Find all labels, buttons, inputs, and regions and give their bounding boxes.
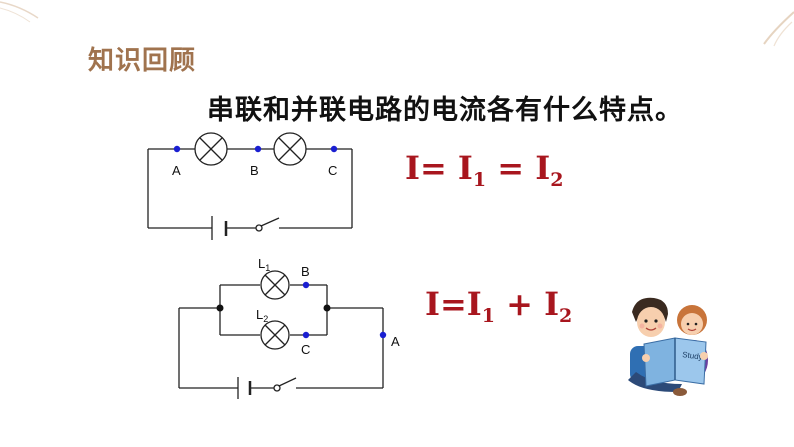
- parallel-lamp-2: [260, 320, 290, 350]
- corner-decoration-left: [0, 1, 39, 23]
- parallel-label-a: A: [391, 334, 400, 349]
- parallel-switch: [273, 377, 297, 392]
- series-label-a: A: [172, 163, 181, 178]
- section-title: 知识回顾: [88, 46, 197, 76]
- question-text: 串联和并联电路的电流各有什么特点。: [207, 95, 683, 126]
- series-label-c: C: [328, 163, 337, 178]
- series-point-a: [173, 145, 181, 153]
- book-label: Study: [682, 350, 704, 362]
- parallel-point-c: [302, 331, 310, 339]
- parallel-label-l2: L2: [256, 307, 268, 324]
- series-lamp-1: [194, 132, 228, 166]
- parallel-label-l1: L1: [258, 256, 270, 273]
- series-battery: [211, 216, 228, 240]
- corner-decoration-right: [763, 11, 794, 47]
- series-switch: [255, 217, 280, 232]
- parallel-junction-left: [216, 304, 224, 312]
- parallel-lamp-1: [260, 270, 290, 300]
- series-label-b: B: [250, 163, 259, 178]
- parallel-battery: [237, 377, 252, 399]
- parallel-label-b: B: [301, 264, 310, 279]
- series-point-c: [330, 145, 338, 153]
- kids-reading-illustration: Study: [628, 297, 708, 396]
- series-point-b: [254, 145, 262, 153]
- parallel-current-formula: I=I1 + I2: [425, 285, 573, 327]
- parallel-point-a: [379, 331, 387, 339]
- series-lamp-2: [273, 132, 307, 166]
- parallel-junction-right: [323, 304, 331, 312]
- book-icon: [643, 337, 676, 387]
- series-current-formula: I= I1 = I2: [405, 149, 564, 191]
- parallel-point-b: [302, 281, 310, 289]
- parallel-label-c: C: [301, 342, 310, 357]
